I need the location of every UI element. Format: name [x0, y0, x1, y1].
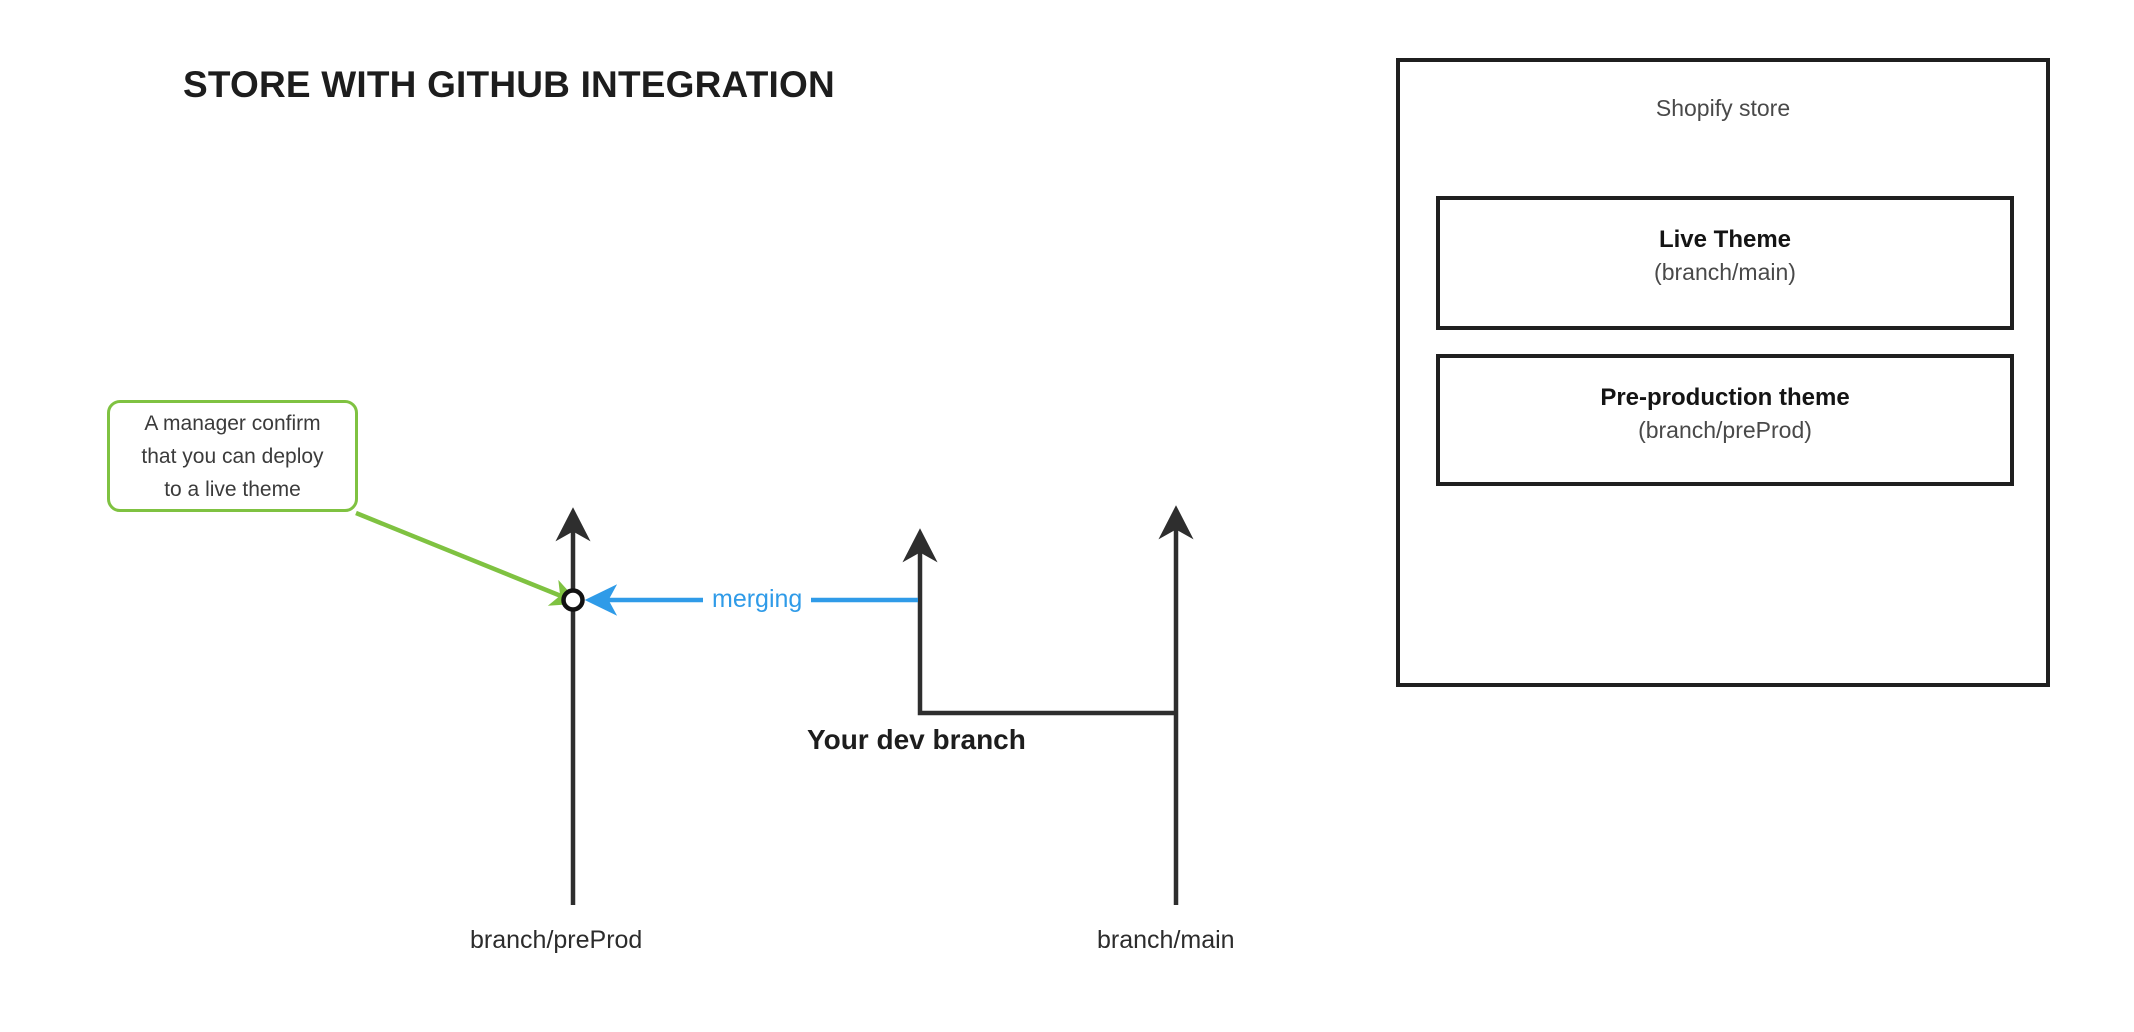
callout-line-2: that you can deploy: [141, 444, 324, 468]
branch-label-preprod: branch/preProd: [470, 926, 643, 954]
callout-line-1: A manager confirm: [144, 411, 321, 435]
shopify-store-title: Shopify store: [1655, 95, 1791, 121]
preproduction-theme-box: Pre-production theme (branch/preProd): [1436, 354, 2014, 486]
live-theme-branch: (branch/main): [1654, 259, 1796, 285]
live-theme-box: Live Theme (branch/main): [1436, 196, 2014, 330]
preproduction-theme-branch: (branch/preProd): [1638, 417, 1812, 443]
branch-line-dev: [902, 528, 1176, 716]
approval-arrow: [355, 510, 580, 606]
shopify-store-panel: Shopify store Live Theme (branch/main) P…: [1396, 58, 2050, 687]
live-theme-name: Live Theme: [1658, 226, 1792, 253]
callout-line-3: to a live theme: [164, 477, 301, 501]
merge-label: merging: [703, 585, 812, 614]
manager-approval-callout: A manager confirm that you can deploy to…: [107, 400, 358, 512]
preproduction-theme-name: Pre-production theme: [1600, 384, 1850, 411]
page-title: STORE WITH GITHUB INTEGRATION: [183, 64, 835, 105]
callout-text-block: A manager confirm that you can deploy to…: [141, 407, 323, 506]
dev-branch-label: Your dev branch: [807, 724, 1026, 755]
branch-label-main: branch/main: [1097, 926, 1235, 954]
merge-commit-node: [561, 588, 585, 612]
